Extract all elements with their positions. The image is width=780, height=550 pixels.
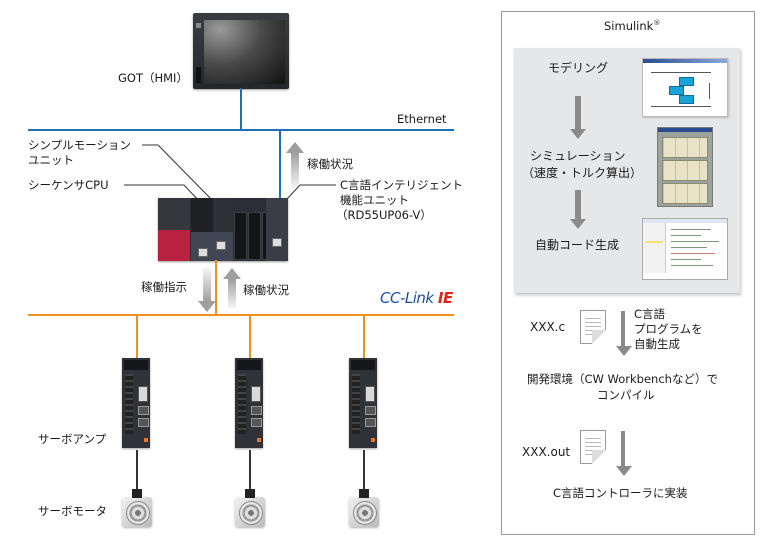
motor-cable-2: [249, 450, 251, 492]
cclink-drop-3: [363, 315, 365, 358]
c-intelligent-unit: [266, 198, 288, 261]
motor-cable-3: [363, 450, 365, 492]
cclink-drop-1: [136, 315, 138, 358]
step-simulation-line2: （速度・トルク算出）: [522, 166, 643, 180]
cclink-drop-2: [249, 315, 251, 358]
registered-mark: ®: [653, 19, 661, 27]
command-down-arrow-icon: [198, 268, 216, 312]
step-arrow-2-icon: [570, 190, 586, 229]
status-label-top: 稼働状況: [307, 157, 353, 171]
io-unit-2: [248, 212, 261, 260]
power-unit-red-cover: [158, 230, 190, 261]
deploy-arrow-icon: [616, 431, 632, 476]
output-file-label: XXX.out: [522, 445, 571, 459]
simple-motion-label-line1: シンプルモーション: [28, 138, 131, 152]
leader-lines: [124, 144, 336, 203]
simple-motion-label-line2: ユニット: [28, 153, 74, 167]
simulink-title-text: Simulink: [604, 18, 654, 33]
status-up-arrow-icon: [286, 142, 304, 188]
status-up-arrow-bottom-icon: [223, 268, 241, 308]
step-arrow-1-icon: [570, 96, 586, 139]
scope-thumbnail: [657, 127, 713, 207]
cclink-logo-ie: IE: [437, 289, 453, 307]
servo-amp-1: [122, 358, 150, 448]
ethernet-bus-line: [28, 129, 454, 131]
c-unit-ethernet-drop: [279, 130, 281, 198]
servo-motor-1: [122, 489, 152, 527]
hmi-label: GOT（HMI）: [118, 71, 188, 85]
servo-amp-2: [235, 358, 263, 448]
autogen-arrow-icon: [616, 311, 632, 356]
simple-motion-leader: [142, 144, 215, 203]
hmi-ethernet-drop: [240, 88, 242, 130]
sequencer-cpu-leader: [124, 184, 201, 203]
motor-cable-1: [136, 450, 138, 492]
servo-amp-label: サーボアンプ: [38, 432, 107, 446]
model-thumbnail: [642, 58, 728, 117]
output-file-icon: [580, 430, 606, 464]
hmi-button-icon: [196, 23, 201, 28]
cclink-logo-main: CC-Link: [380, 289, 438, 307]
motion-ethernet-port-icon: [216, 241, 226, 250]
c-unit-ethernet-port-icon: [272, 238, 282, 247]
c-unit-label-line2: 機能ユニット: [340, 193, 409, 207]
status-label-bottom: 稼働状況: [243, 283, 289, 297]
autogen-line3: 自動生成: [634, 337, 680, 351]
cclink-ie-logo: CC-Link IE: [380, 289, 453, 307]
c-unit-label-line1: C言語インテリジェント: [340, 178, 464, 192]
autogen-line2: プログラムを: [634, 322, 703, 336]
step-codegen: 自動コード生成: [535, 238, 620, 252]
source-file-label: XXX.c: [530, 320, 566, 334]
hmi-slot-icon: [196, 67, 201, 83]
got-hmi-device: [193, 13, 289, 89]
plc-cclink-drop: [215, 260, 217, 314]
compile-line1: 開発環境（CW Workbenchなど）で: [527, 372, 718, 386]
compile-line2: コンパイル: [597, 388, 655, 402]
ethernet-label: Ethernet: [397, 112, 447, 126]
deploy-label: C言語コントローラに実装: [553, 486, 688, 500]
code-thumbnail: [642, 218, 728, 280]
simulink-title: Simulink®: [604, 16, 660, 34]
autogen-line1: C言語: [634, 307, 666, 321]
source-file-icon: [580, 310, 606, 344]
c-unit-label-line3: （RD55UP06-V）: [336, 208, 432, 222]
step-modeling: モデリング: [548, 61, 609, 75]
step-simulation-line1: シミュレーション: [530, 149, 626, 163]
io-unit-1: [234, 212, 247, 260]
servo-amp-3: [349, 358, 377, 448]
plc-rack: [158, 198, 288, 261]
c-unit-leader: [285, 184, 336, 201]
cpu-ethernet-port-icon: [198, 248, 208, 257]
hmi-screen: [204, 20, 285, 84]
sequencer-cpu-label: シーケンサCPU: [28, 178, 109, 192]
servo-motor-label: サーボモータ: [38, 504, 107, 518]
command-label: 稼働指示: [141, 280, 187, 294]
cclink-bus-line: [28, 314, 454, 316]
servo-motor-3: [349, 489, 379, 527]
servo-motor-2: [235, 489, 265, 527]
